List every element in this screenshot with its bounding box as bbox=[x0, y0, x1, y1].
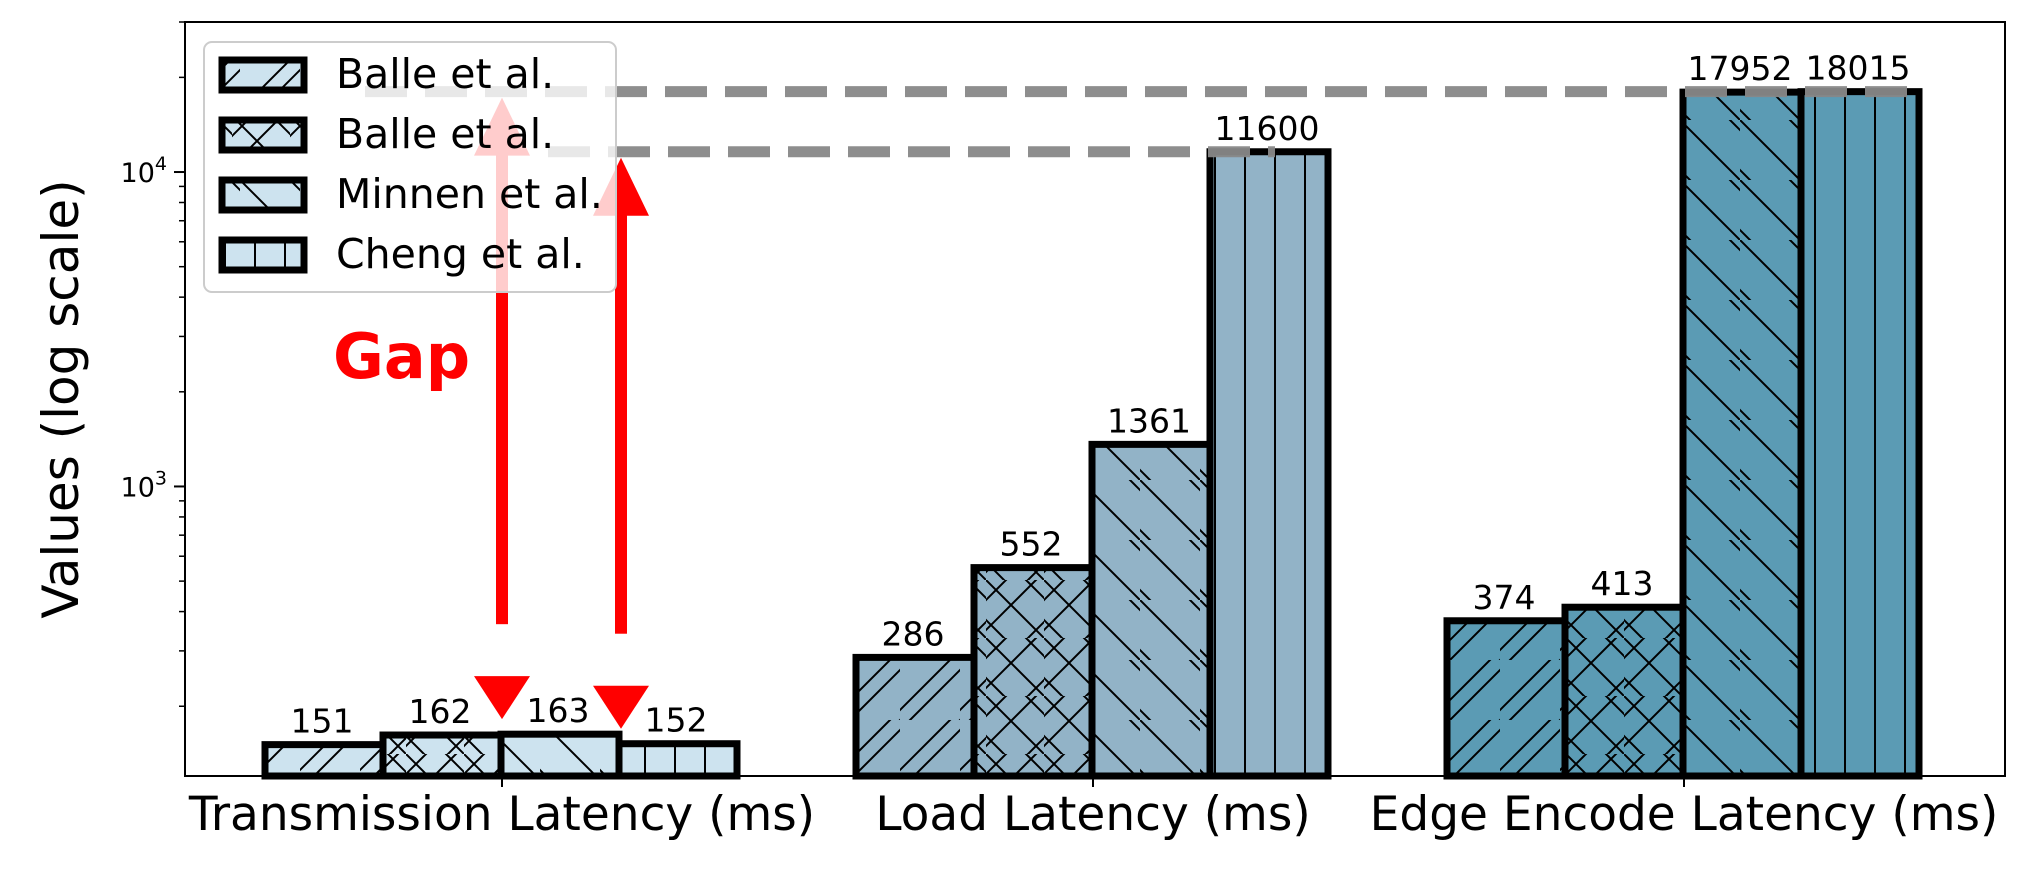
legend: Balle et al. Balle et al. Minnen et al. Che… bbox=[203, 41, 617, 293]
legend-label-3: Cheng et al. bbox=[336, 230, 585, 278]
bar-1-0 bbox=[852, 653, 978, 780]
legend-swatch-0 bbox=[218, 56, 308, 94]
bar-1-2 bbox=[1088, 440, 1214, 780]
value-label-2-0: 374 bbox=[1473, 578, 1536, 617]
bar-0-1 bbox=[379, 731, 505, 780]
legend-swatch-2 bbox=[218, 176, 308, 214]
legend-swatch-1 bbox=[218, 116, 308, 154]
value-label-0-3: 152 bbox=[645, 701, 708, 740]
bar-0-2 bbox=[497, 730, 623, 780]
bar-2-0 bbox=[1443, 617, 1569, 780]
plot-frame bbox=[184, 21, 2006, 777]
value-labels-group: 151 286 374 162 552 413 163 1361 17952 152 11600 18… bbox=[291, 49, 1911, 741]
y-axis-label: Values (log scale) bbox=[32, 179, 90, 618]
legend-item-0: Balle et al. bbox=[218, 50, 554, 98]
y-tick-label-1: 104 bbox=[121, 153, 167, 189]
x-tick-label-0: Transmission Latency (ms) bbox=[188, 787, 815, 842]
value-label-0-2: 163 bbox=[527, 691, 590, 730]
bar-1-3 bbox=[1206, 148, 1332, 780]
value-label-1-1: 552 bbox=[1000, 525, 1063, 564]
value-label-2-2: 17952 bbox=[1688, 49, 1793, 88]
legend-label-1: Balle et al. bbox=[336, 110, 554, 158]
legend-item-1: Balle et al. bbox=[218, 110, 554, 158]
x-tick-label-1: Load Latency (ms) bbox=[875, 787, 1310, 842]
bar-0-0 bbox=[261, 741, 387, 780]
value-label-1-0: 286 bbox=[882, 614, 945, 653]
legend-item-2: Minnen et al. bbox=[218, 170, 603, 218]
legend-frame bbox=[203, 41, 617, 293]
value-label-1-3: 11600 bbox=[1215, 109, 1320, 148]
value-label-2-3: 18015 bbox=[1806, 49, 1911, 88]
bar-2-3 bbox=[1797, 88, 1923, 780]
legend-label-0: Balle et al. bbox=[336, 50, 554, 98]
bar-0-3 bbox=[615, 740, 741, 780]
value-label-1-2: 1361 bbox=[1107, 401, 1191, 440]
legend-swatch-3 bbox=[218, 236, 308, 274]
bar-1-1 bbox=[970, 564, 1096, 780]
value-label-0-0: 151 bbox=[291, 702, 354, 741]
bar-2-1 bbox=[1561, 603, 1687, 780]
legend-item-3: Cheng et al. bbox=[218, 230, 585, 278]
y-tick-label-0: 103 bbox=[121, 467, 167, 503]
bars-group bbox=[261, 88, 1923, 780]
legend-label-2: Minnen et al. bbox=[336, 170, 603, 218]
value-label-0-1: 162 bbox=[409, 692, 472, 731]
value-label-2-1: 413 bbox=[1591, 564, 1654, 603]
x-tick-label-2: Edge Encode Latency (ms) bbox=[1370, 787, 1999, 842]
gap-annotation: Gap bbox=[333, 320, 470, 393]
bar-2-2 bbox=[1679, 88, 1805, 780]
